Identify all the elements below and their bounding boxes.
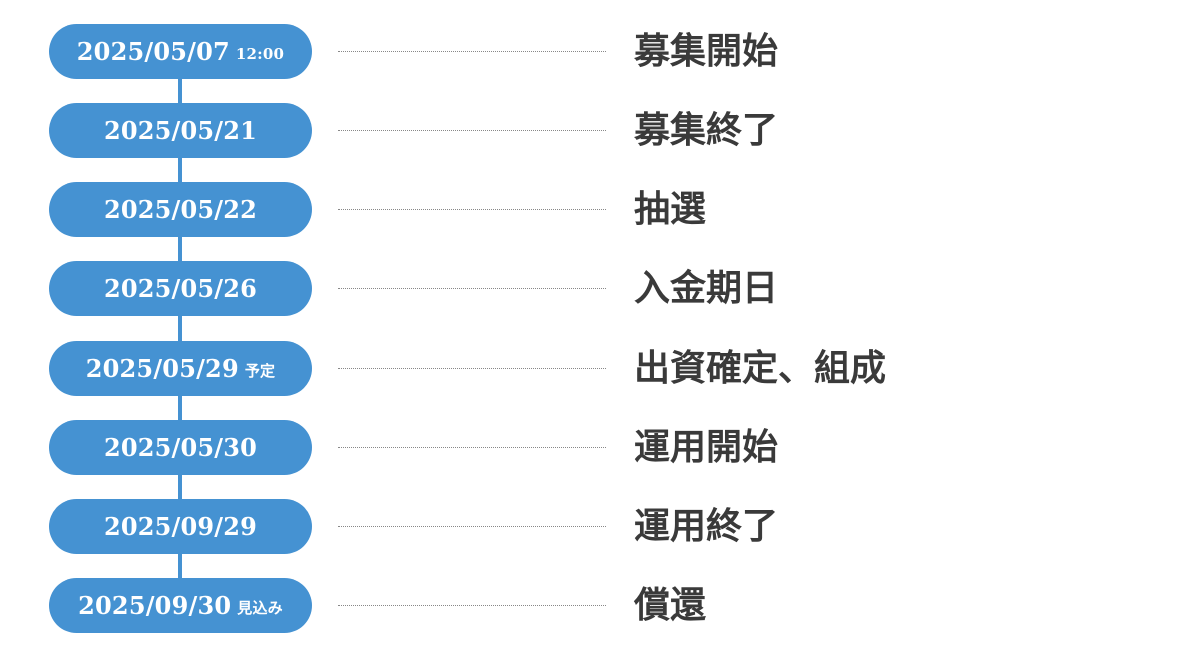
date-text: 2025/05/07 xyxy=(76,37,230,66)
estimate-note: 見込み xyxy=(237,599,283,617)
date-pill: 2025/05/30 xyxy=(49,420,312,475)
timeline-connector-line xyxy=(178,51,182,605)
timeline-step: 2025/09/30 見込み 償還 xyxy=(0,578,1200,633)
date-text: 2025/09/30 xyxy=(78,591,232,620)
date-text: 2025/05/21 xyxy=(103,116,258,145)
date-text: 2025/05/30 xyxy=(103,433,258,462)
date-text: 2025/09/29 xyxy=(103,512,258,541)
date-text: 2025/05/29 xyxy=(85,354,239,383)
date-pill: 2025/05/07 12:00 xyxy=(49,24,312,79)
dotted-leader xyxy=(338,130,606,131)
date-pill: 2025/05/29 予定 xyxy=(49,341,312,396)
timeline-step: 2025/05/07 12:00 募集開始 xyxy=(0,24,1200,79)
step-label: 出資確定、組成 xyxy=(634,347,887,389)
step-label: 償還 xyxy=(634,584,707,626)
dotted-leader xyxy=(338,368,606,369)
date-pill: 2025/05/22 xyxy=(49,182,312,237)
timeline-step: 2025/09/29 運用終了 xyxy=(0,499,1200,554)
step-label: 運用終了 xyxy=(634,505,779,547)
date-pill: 2025/09/29 xyxy=(49,499,312,554)
dotted-leader xyxy=(338,605,606,606)
timeline-step: 2025/05/29 予定 出資確定、組成 xyxy=(0,341,1200,396)
schedule-note: 予定 xyxy=(244,362,276,380)
dotted-leader xyxy=(338,51,606,52)
date-text: 2025/05/22 xyxy=(103,195,258,224)
date-pill: 2025/09/30 見込み xyxy=(49,578,312,633)
date-pill: 2025/05/21 xyxy=(49,103,312,158)
time-note: 12:00 xyxy=(235,44,285,63)
timeline-step: 2025/05/21 募集終了 xyxy=(0,103,1200,158)
dotted-leader xyxy=(338,526,606,527)
timeline-step: 2025/05/26 入金期日 xyxy=(0,261,1200,316)
dotted-leader xyxy=(338,288,606,289)
timeline-step: 2025/05/30 運用開始 xyxy=(0,420,1200,475)
step-label: 抽選 xyxy=(634,188,707,230)
dotted-leader xyxy=(338,209,606,210)
step-label: 募集終了 xyxy=(634,109,779,151)
dotted-leader xyxy=(338,447,606,448)
date-text: 2025/05/26 xyxy=(103,274,258,303)
step-label: 運用開始 xyxy=(634,426,779,468)
date-pill: 2025/05/26 xyxy=(49,261,312,316)
step-label: 入金期日 xyxy=(634,267,779,309)
step-label: 募集開始 xyxy=(634,30,779,72)
timeline-step: 2025/05/22 抽選 xyxy=(0,182,1200,237)
